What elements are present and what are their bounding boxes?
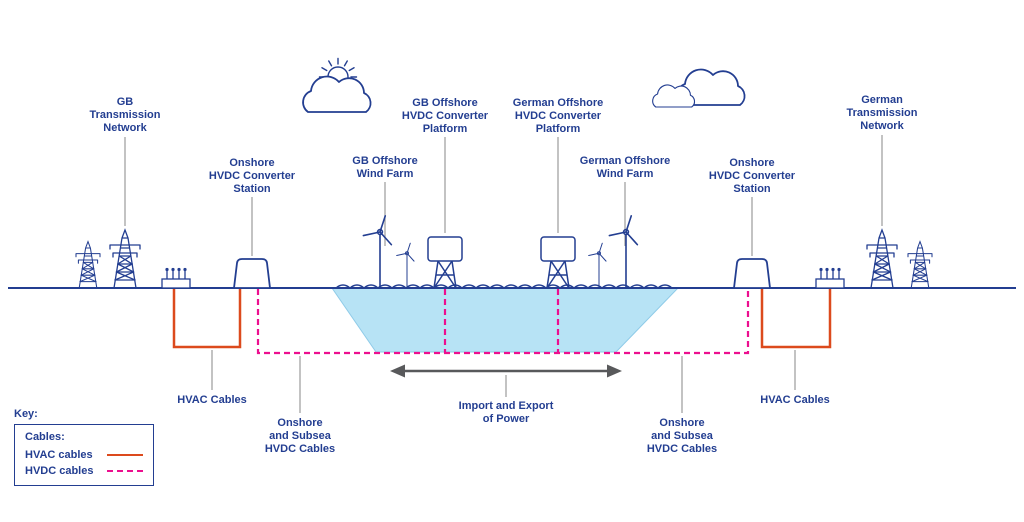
waves-icon <box>335 284 673 289</box>
hvac-cable-right <box>760 289 832 349</box>
label-gb-platform: GB Offshore HVDC Converter Platform <box>401 97 489 135</box>
hvdc-line-sample-icon <box>107 470 143 472</box>
sea-area <box>331 287 680 353</box>
key-legend: Key: Cables: HVAC cables HVDC cables <box>14 408 154 486</box>
label-gb-transmission-network: GB Transmission Network <box>89 96 161 134</box>
key-item-hvdc-label: HVDC cables <box>25 465 94 477</box>
transformer-icon <box>161 267 191 289</box>
transformer-icon <box>815 267 845 289</box>
pylon-icon <box>866 229 898 289</box>
key-title: Key: <box>14 408 38 420</box>
hvdc-cable-main <box>256 289 750 355</box>
leader-lines <box>124 135 883 413</box>
key-box: Cables: HVAC cables HVDC cables <box>14 424 154 486</box>
wind-turbine-icon <box>608 210 647 289</box>
wind-turbine-icon <box>396 239 420 289</box>
label-hvdc-cables-left: Onshore and Subsea HVDC Cables <box>264 417 336 455</box>
pylon-icon <box>75 241 101 289</box>
converter-station-icon <box>727 258 777 289</box>
label-hvac-cables-left: HVAC Cables <box>177 394 247 406</box>
import-export-arrow <box>390 364 622 378</box>
label-gb-wind-farm: GB Offshore Wind Farm <box>352 155 418 180</box>
key-item-hvac: HVAC cables <box>25 447 143 463</box>
label-onshore-station-right: Onshore HVDC Converter Station <box>708 157 796 195</box>
wind-turbine-icon <box>588 239 612 289</box>
label-onshore-station-left: Onshore HVDC Converter Station <box>208 157 296 195</box>
offshore-platform-icon <box>427 236 463 289</box>
pylon-icon <box>109 229 141 289</box>
wind-turbine-icon <box>362 210 401 289</box>
converter-station-icon <box>227 258 277 289</box>
key-item-hvdc: HVDC cables <box>25 463 143 479</box>
label-german-platform: German Offshore HVDC Converter Platform <box>512 97 604 135</box>
cloud-icon <box>302 75 372 113</box>
label-hvac-cables-right: HVAC Cables <box>760 394 830 406</box>
pylon-icon <box>907 241 933 289</box>
key-subtitle: Cables: <box>25 431 65 443</box>
label-hvdc-cables-right: Onshore and Subsea HVDC Cables <box>646 417 718 455</box>
label-import-export: Import and Export of Power <box>458 400 554 425</box>
label-german-wind-farm: German Offshore Wind Farm <box>579 155 671 180</box>
offshore-platform-icon <box>540 236 576 289</box>
hvac-cable-left <box>172 289 242 349</box>
label-german-transmission-network: German Transmission Network <box>846 94 918 132</box>
key-item-hvac-label: HVAC cables <box>25 449 93 461</box>
hvac-line-sample-icon <box>107 454 143 456</box>
